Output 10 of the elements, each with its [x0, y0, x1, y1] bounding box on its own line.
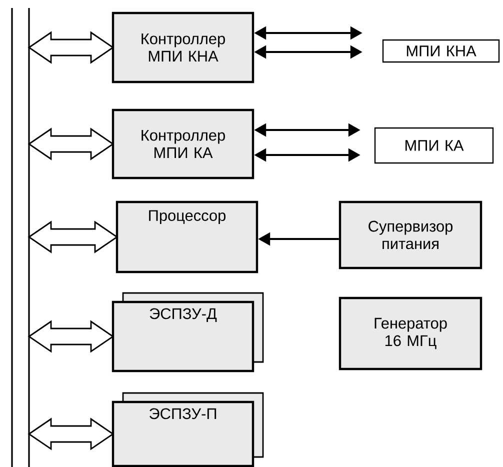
block-box: Контроллер МПИ КА [112, 108, 254, 180]
memory-stack-box: ЭСПЗУ-Д [112, 292, 264, 372]
interface-box: МПИ КА [374, 127, 494, 164]
memory-stack-box: ЭСПЗУ-П [112, 392, 264, 467]
block-box: Генератор 16 МГц [338, 296, 482, 370]
bus-bar [11, 8, 30, 467]
block-box: Супервизор питания [338, 200, 482, 270]
block-box: Процессор [116, 200, 258, 274]
interface-box: МПИ КНА [382, 39, 500, 63]
block-box: Контроллер МПИ КНА [112, 12, 254, 84]
